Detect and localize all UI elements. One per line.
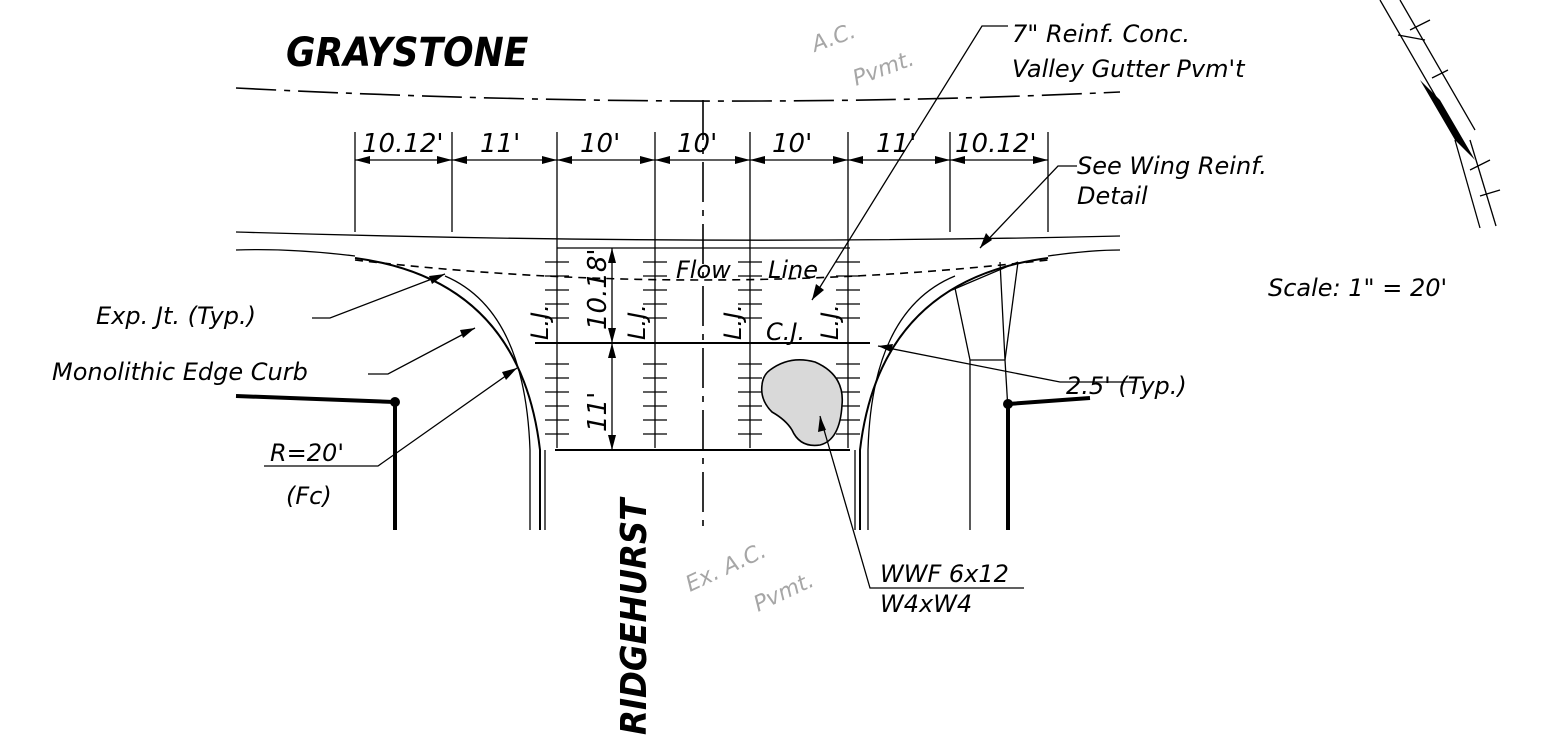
- lj-label-1: L.J.: [526, 304, 554, 340]
- monolithic-curb-arrow: [460, 328, 475, 338]
- dim-vertical-2: 11': [583, 392, 613, 432]
- wing-reinf-label-1: See Wing Reinf.: [1077, 152, 1267, 180]
- left-curb-return-inner: [444, 275, 531, 530]
- dim-label-2: 11': [480, 129, 520, 159]
- break-line-symbol: [1379, 0, 1501, 229]
- wwf-leader: [819, 415, 1024, 589]
- wing-reinf-label-2: Detail: [1077, 182, 1148, 210]
- radius-note-label: (Fc): [286, 482, 332, 510]
- dim-label-7: 10.12': [955, 129, 1037, 159]
- graystone-street-name: GRAYSTONE: [286, 30, 529, 76]
- wwf-label-2: W4xW4: [880, 590, 972, 618]
- right-curb-return-inner: [867, 275, 956, 530]
- spacing-typ-leader: [877, 345, 1135, 383]
- lj-label-4: L.J.: [816, 304, 844, 340]
- ac-pvmt-label-2: Pvmt.: [850, 46, 918, 91]
- joint-ticks: [545, 261, 860, 435]
- wwf-patch: [760, 359, 844, 447]
- exp-jt-arrow: [429, 274, 445, 284]
- ac-pvmt-label-1: A.C.: [807, 19, 860, 59]
- lj-label-2: L.J.: [623, 304, 651, 340]
- cj-label: C.J.: [766, 318, 805, 346]
- spacing-typ-label: 2.5' (Typ.): [1066, 372, 1187, 400]
- spacing-typ-arrow: [878, 344, 893, 352]
- graystone-lip-edge: [235, 248, 356, 257]
- reinf-conc-leader: [811, 25, 1008, 301]
- dim-label-6: 11': [876, 129, 916, 159]
- right-curb-return-outer: [859, 257, 1049, 530]
- graystone-centerline: [235, 87, 1121, 102]
- wing-reinf-arrow: [980, 233, 992, 248]
- corner-walls: [235, 394, 1091, 530]
- flow-line-label-2: Line: [768, 256, 818, 284]
- left-curb-return-outer: [354, 257, 541, 530]
- exp-jt-leader: [312, 273, 446, 319]
- dim-label-3: 10': [580, 129, 620, 159]
- wing-reinf-leader: [979, 165, 1077, 249]
- ridgehurst-street-name: RIDGEHURST: [614, 496, 655, 735]
- dim-vertical-1: 10.18': [583, 248, 613, 330]
- dim-label-5: 10': [772, 129, 812, 159]
- wing-reinf-detail-shape: [951, 261, 1019, 530]
- graystone-top-edge: [235, 231, 1121, 241]
- flow-line-dashed: [354, 259, 1049, 281]
- reinf-conc-label-2: Valley Gutter Pvm't: [1012, 55, 1246, 83]
- radius-arrow: [502, 368, 517, 380]
- lj-label-3: L.J.: [719, 304, 747, 340]
- wwf-arrow: [818, 416, 826, 432]
- horizontal-dimension-line: [355, 156, 1048, 164]
- dimension-extension-lines: [354, 132, 1049, 448]
- dim-label-4: 10': [677, 129, 717, 159]
- scale-label: Scale: 1" = 20': [1268, 274, 1447, 302]
- radius-leader: [264, 367, 518, 467]
- dim-label-1: 10.12': [362, 129, 444, 159]
- flow-line-label-1: Flow: [676, 256, 731, 284]
- vertical-dimension-line: [608, 248, 616, 450]
- reinf-conc-label-1: 7" Reinf. Conc.: [1012, 20, 1190, 48]
- graystone-lip-edge-right: [1047, 249, 1121, 257]
- ex-ac-pvmt-label-2: Pvmt.: [750, 568, 818, 617]
- radius-label: R=20': [270, 439, 344, 467]
- reinf-conc-arrow: [812, 284, 824, 300]
- wwf-label-1: WWF 6x12: [880, 560, 1009, 588]
- monolithic-curb-label: Monolithic Edge Curb: [52, 358, 308, 386]
- monolithic-curb-leader: [368, 327, 476, 375]
- ex-ac-pvmt-label-1: Ex. A.C.: [682, 539, 770, 598]
- exp-jt-label: Exp. Jt. (Typ.): [96, 302, 256, 330]
